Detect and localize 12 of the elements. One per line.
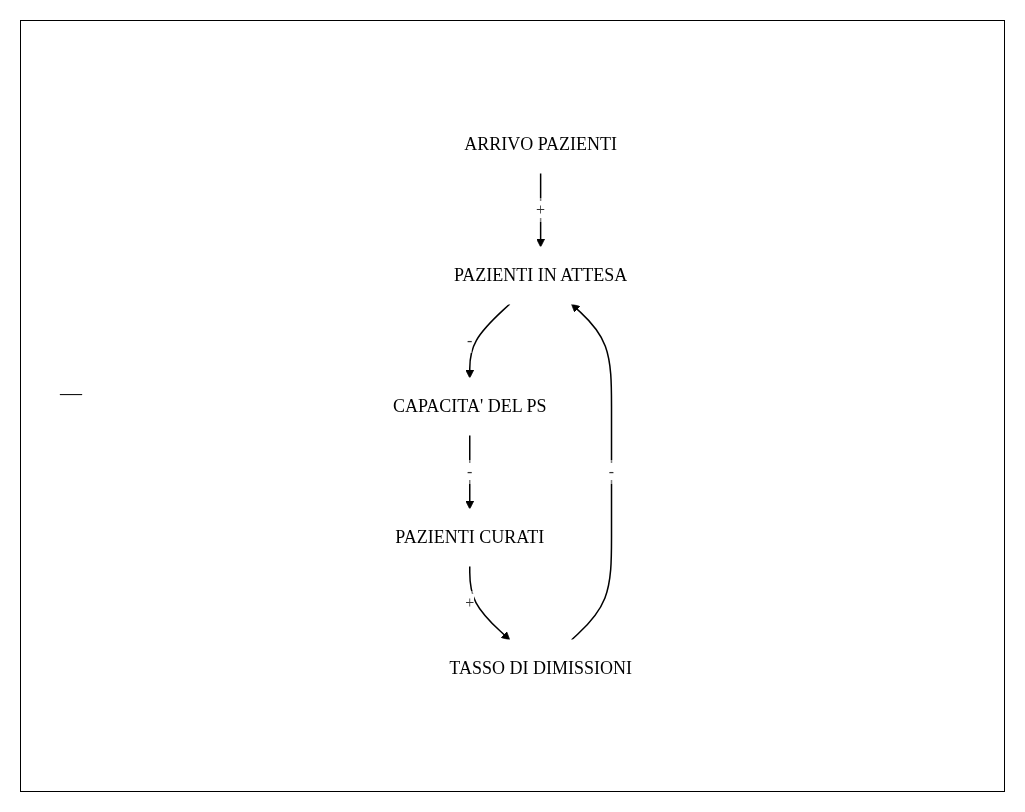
node-text: TASSO DI DIMISSIONI (449, 657, 632, 678)
node-text: CAPACITA' DEL PS (393, 395, 547, 416)
node-text: PAZIENTI CURATI (395, 526, 545, 547)
edge-label: - (608, 462, 615, 480)
edge-label: - (467, 331, 473, 349)
node-text: ARRIVO PAZIENTI (464, 133, 618, 154)
loop-polarity-label: — (60, 380, 82, 406)
edge-label: - (467, 462, 473, 480)
edge-label: + (465, 593, 475, 611)
edge-label: + (536, 200, 546, 218)
node-text: PAZIENTI IN ATTESA (454, 264, 628, 285)
arrow (469, 564, 511, 640)
